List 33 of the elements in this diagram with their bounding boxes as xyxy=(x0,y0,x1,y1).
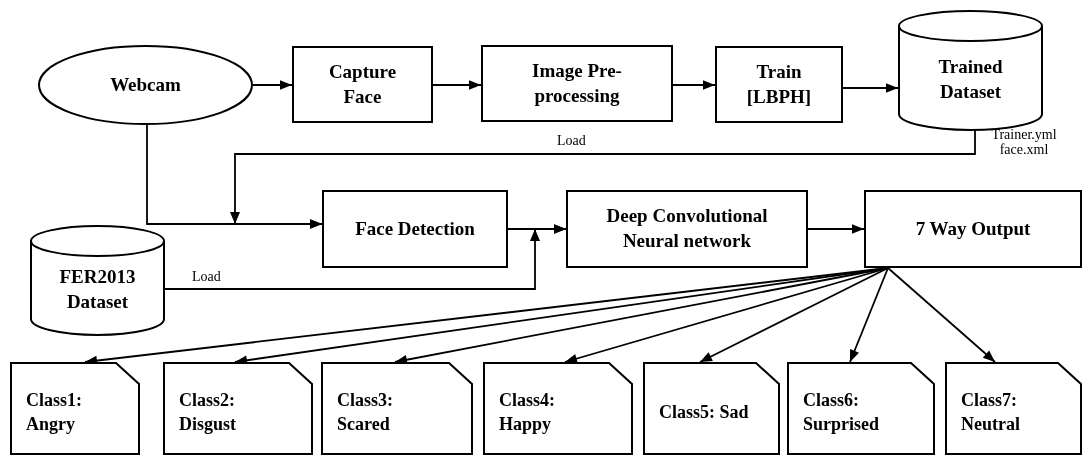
node-label: Trained Dataset xyxy=(937,55,1004,104)
node-label: Capture Face xyxy=(327,59,398,109)
database-cylinder xyxy=(898,10,1043,130)
class-note xyxy=(10,362,140,455)
node-label: Class7: Neutral xyxy=(961,389,1021,436)
class-note xyxy=(483,362,633,455)
class-note xyxy=(643,362,780,455)
node-label: Webcam xyxy=(110,72,181,97)
node-label: FER2013 Dataset xyxy=(58,265,137,314)
node-label: Train [LBPH] xyxy=(745,59,813,109)
ellipse-node xyxy=(38,45,253,125)
node-label: Class3: Scared xyxy=(337,389,394,436)
node-label: Class1: Angry xyxy=(26,389,83,436)
class-note xyxy=(787,362,935,455)
node-label: Face Detection xyxy=(355,216,475,241)
class-note xyxy=(945,362,1082,455)
node-label: Deep Convolutional Neural network xyxy=(605,204,769,253)
node-label: Class2: Disgust xyxy=(179,389,237,436)
process-box xyxy=(322,190,508,268)
process-box xyxy=(292,46,433,123)
process-box xyxy=(481,45,673,122)
database-cylinder xyxy=(30,225,165,335)
node-label: Class5: Sad xyxy=(659,400,749,424)
class-note xyxy=(163,362,313,455)
node-label: Class4: Happy xyxy=(499,389,556,436)
process-box xyxy=(864,190,1082,268)
class-note xyxy=(321,362,473,455)
process-box xyxy=(566,190,808,268)
file-names-note: Trainer.yml face.xml xyxy=(990,127,1058,158)
node-label: 7 Way Output xyxy=(915,216,1031,241)
node-label: Class6: Surprised xyxy=(803,389,881,436)
process-box xyxy=(715,46,843,123)
node-label: Image Pre-processing xyxy=(531,58,623,108)
